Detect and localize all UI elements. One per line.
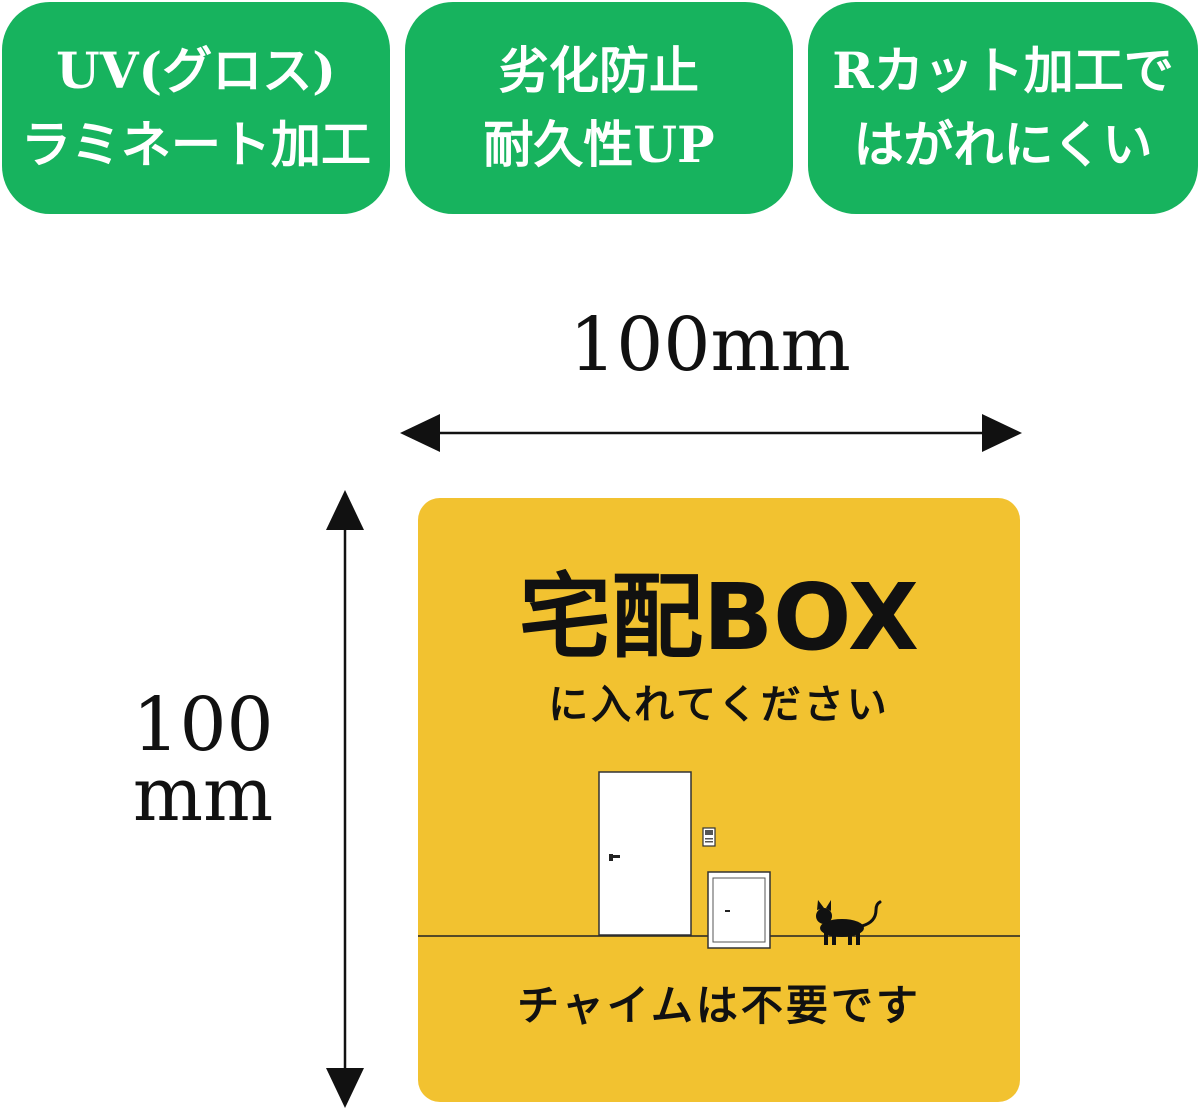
feature-badge-r-cut: Rカット加工で はがれにくい (808, 2, 1198, 214)
height-dimension-value: 100 (132, 682, 274, 768)
delivery-box-icon (707, 871, 771, 949)
delivery-box-sign: 宅配BOX に入れてください チャイムは不要です (418, 498, 1020, 1102)
badge-line-1: UV(グロス) (56, 41, 336, 100)
badge-line-1: Rカット加工で (832, 41, 1174, 100)
feature-badge-durability: 劣化防止 耐久性UP (405, 2, 793, 214)
badge-line-2: 耐久性UP (483, 115, 715, 174)
feature-badge-uv-laminate: UV(グロス) ラミネート加工 (2, 2, 390, 214)
doorway-illustration (418, 771, 1020, 949)
sign-title: 宅配BOX (519, 564, 919, 671)
cat-icon (816, 900, 882, 945)
height-dimension-unit: mm (132, 752, 274, 838)
sign-footer: チャイムは不要です (517, 981, 921, 1030)
badge-line-1: 劣化防止 (499, 41, 699, 100)
width-dimension-arrow (400, 414, 1022, 452)
badge-line-2: はがれにくい (853, 115, 1153, 174)
front-door-icon (598, 771, 692, 936)
height-dimension-label: 100 mm (108, 682, 298, 838)
badge-line-2: ラミネート加工 (21, 115, 371, 174)
sign-subtitle: に入れてください (548, 682, 890, 728)
width-dimension-label: 100mm (569, 302, 851, 388)
height-dimension-arrow (326, 490, 364, 1108)
intercom-icon (702, 827, 716, 847)
